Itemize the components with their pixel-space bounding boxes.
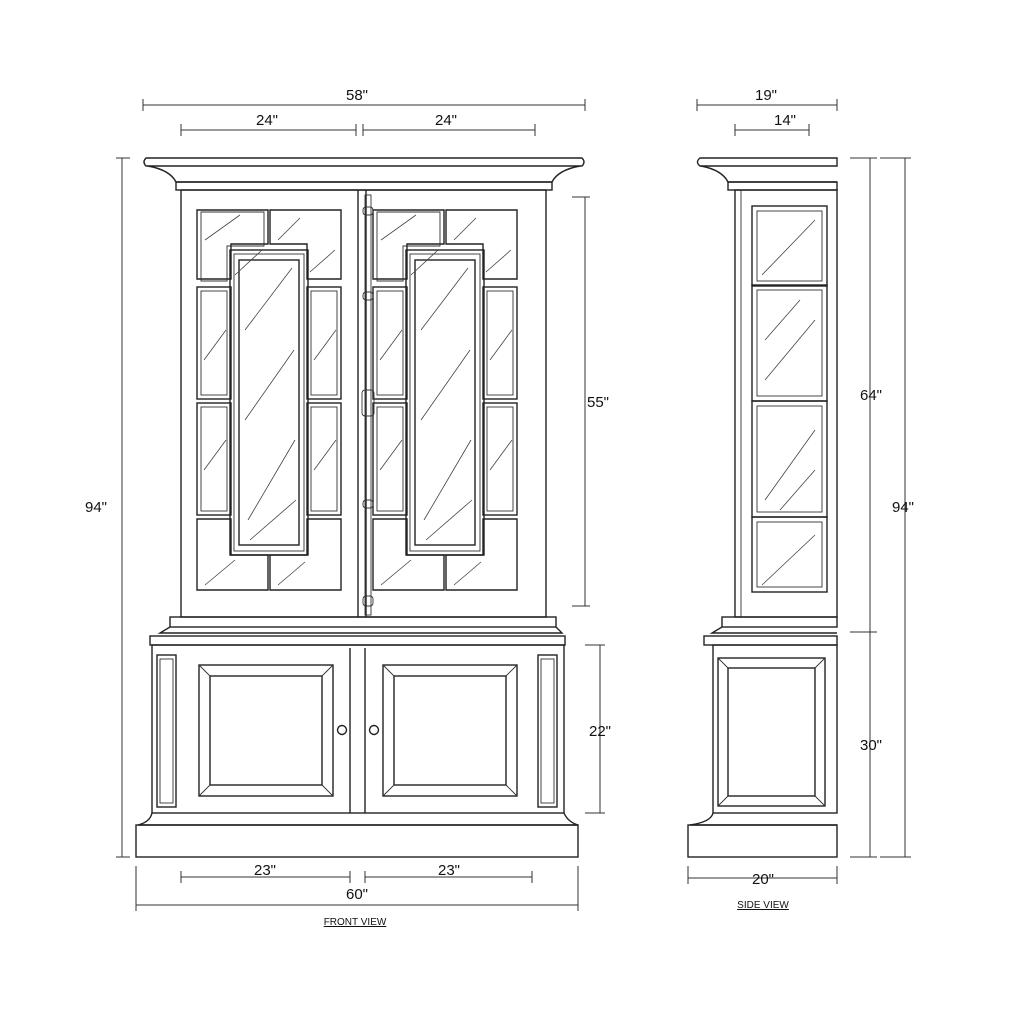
front-view-caption: FRONT VIEW (324, 917, 387, 928)
dim-lower-door-height: 22" (589, 723, 611, 740)
dim-side-total-height: 94" (892, 499, 914, 516)
dim-total-height: 94" (85, 499, 107, 516)
side-view: 19" 14" 64" 30" 94" 20" SIDE VIEW (687, 87, 914, 911)
dim-base-depth: 20" (752, 871, 774, 888)
right-glass-door[interactable] (372, 209, 518, 591)
side-glass-panels (751, 205, 828, 593)
espagnolette-hardware (361, 194, 375, 616)
right-knob[interactable] (368, 724, 380, 736)
left-knob[interactable] (336, 724, 348, 736)
front-view: 58" 24" 24" 94" 55" 22" 23" 23" 60" FRON… (85, 87, 611, 928)
front-dimensions: 58" 24" 24" 94" 55" 22" 23" 23" 60" (85, 87, 611, 911)
dim-lower-door-right: 23" (438, 862, 460, 879)
dim-top-depth: 19" (755, 87, 777, 104)
dim-upper-glass-height: 55" (587, 394, 609, 411)
left-glass-door[interactable] (196, 209, 342, 591)
dim-lower-height: 30" (860, 737, 882, 754)
side-dimensions: 19" 14" 64" 30" 94" 20" (687, 87, 914, 888)
right-lower-door[interactable] (382, 664, 518, 797)
dim-upper-depth: 14" (774, 112, 796, 129)
dim-upper-height: 64" (860, 387, 882, 404)
dim-upper-door-left: 24" (256, 112, 278, 129)
left-lower-door[interactable] (198, 664, 334, 797)
dim-upper-door-right: 24" (435, 112, 457, 129)
side-view-caption: SIDE VIEW (737, 900, 789, 911)
dim-lower-door-left: 23" (254, 862, 276, 879)
dim-top-width: 58" (346, 87, 368, 104)
dim-base-width: 60" (346, 886, 368, 903)
